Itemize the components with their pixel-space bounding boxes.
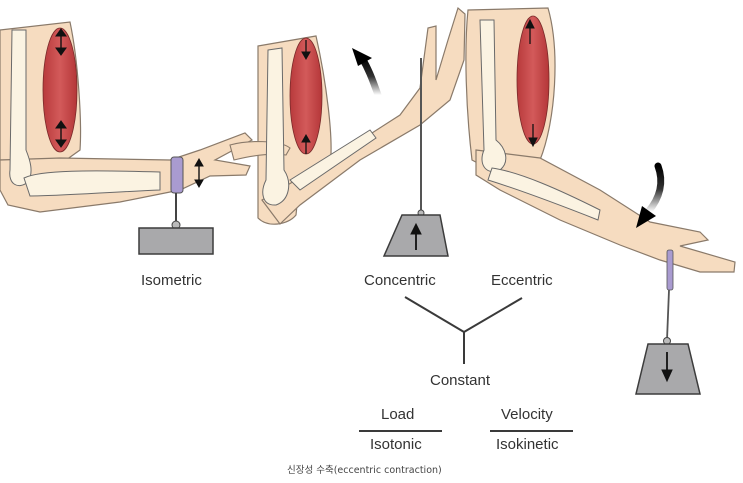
isometric-muscle: [42, 27, 78, 153]
eccentric-rod: [666, 289, 670, 341]
fraction-rule-load: [359, 430, 442, 432]
concentric-humerus: [262, 47, 290, 206]
eccentric-forearm-bones: [487, 167, 601, 221]
label-isotonic: Isotonic: [370, 436, 422, 453]
concentric-forearm: [261, 6, 466, 225]
tree-branch-right: [463, 297, 523, 333]
label-constant: Constant: [430, 372, 491, 389]
eccentric-weight: [635, 343, 701, 395]
eccentric-motion-arrow-icon: [644, 162, 665, 216]
tree-connector: [404, 296, 523, 364]
label-load: Load: [381, 406, 415, 423]
eccentric-weight-down-arrow-icon: [661, 352, 673, 383]
label-isokinetic: Isokinetic: [496, 436, 559, 453]
fraction-rule-velocity: [490, 430, 573, 432]
eccentric-forearm: [475, 149, 736, 273]
label-velocity: Velocity: [501, 406, 553, 423]
concentric-motion-arrow-icon: [358, 54, 382, 99]
isometric-forearm-bones: [23, 170, 161, 197]
eccentric-muscle-arrow-bottom-icon: [528, 124, 538, 148]
tree-branch-left: [404, 296, 465, 333]
isometric-weight: [138, 227, 214, 255]
eccentric-muscle-arrow-top-icon: [525, 18, 535, 44]
label-isometric: Isometric: [141, 272, 202, 289]
eccentric-arm: [465, 7, 736, 395]
isometric-arm: [0, 21, 253, 255]
label-concentric: Concentric: [364, 272, 436, 289]
isometric-muscle-arrow-top-icon: [55, 28, 67, 56]
concentric-muscle-arrow-top-icon: [301, 40, 311, 61]
label-eccentric: Eccentric: [491, 272, 553, 289]
isometric-muscle-arrow-bottom-icon: [55, 120, 67, 148]
figure-caption: 신장성 수축(eccentric contraction): [287, 465, 442, 476]
concentric-forearm-bones: [289, 129, 377, 191]
concentric-arm: [229, 6, 466, 257]
concentric-weight-up-arrow-icon: [410, 222, 422, 250]
isometric-hand-arrow-icon: [194, 157, 204, 189]
eccentric-rod-sleeve: [666, 249, 674, 291]
concentric-muscle-arrow-bottom-icon: [301, 133, 311, 154]
isometric-wrist-cuff: [170, 156, 184, 194]
